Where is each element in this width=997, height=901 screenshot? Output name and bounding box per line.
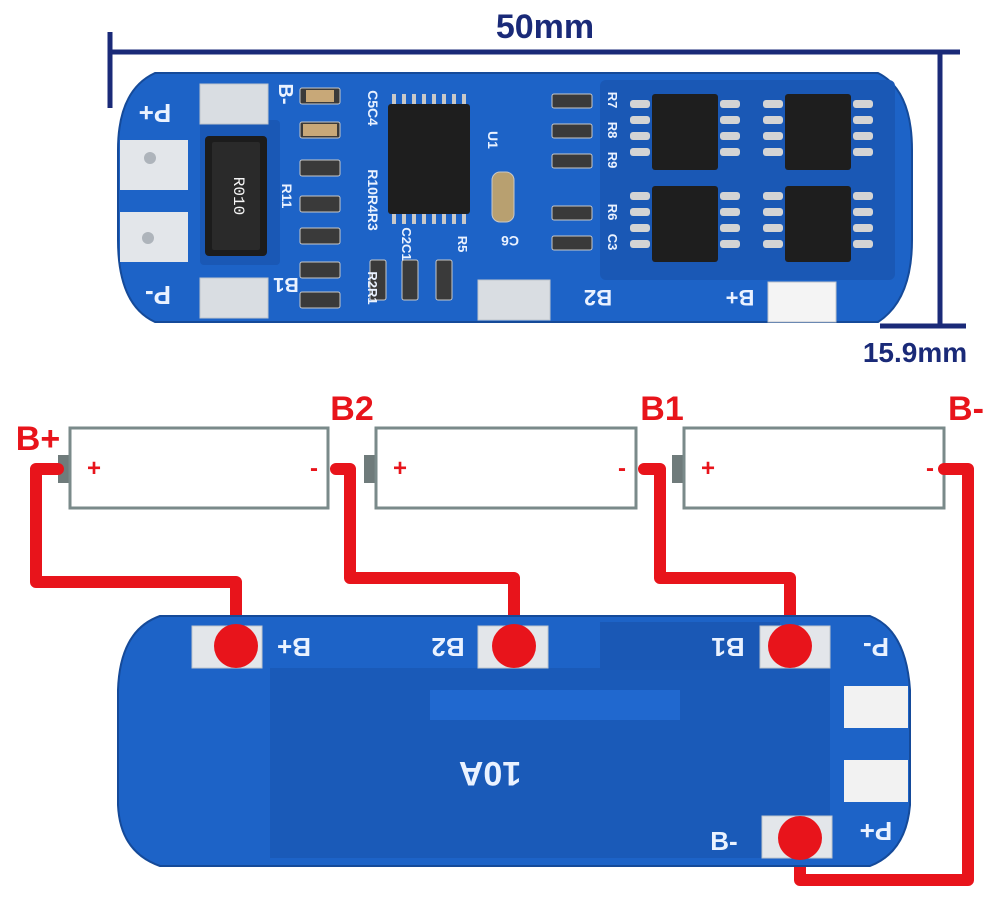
dimension-length: 50mm (496, 8, 594, 46)
pad-b-minus-top (199, 83, 269, 125)
chip-u1 (388, 104, 470, 214)
label-p-minus-top: P- (145, 280, 171, 310)
label-b-plus-bottom: B+ (277, 632, 311, 662)
label-r2r1: R2R1 (365, 271, 380, 304)
label-p-minus-bottom: P- (863, 632, 889, 662)
battery-cells: + - + - + - (58, 426, 946, 510)
resistor-marking: R010 (229, 177, 247, 215)
wire-b-plus (30, 463, 242, 646)
label-b2-top: B2 (584, 285, 612, 310)
label-b2-bottom: B2 (431, 632, 464, 662)
label-b-minus-top: B- (274, 83, 296, 104)
cell-1-negative: - (310, 455, 318, 482)
pad-b1-top (199, 277, 269, 319)
dimension-width: 15.9mm (863, 337, 967, 368)
cell-2-positive: + (393, 455, 407, 482)
dimension-lines: 50mm 15.9mm (107, 8, 967, 368)
label-b1-top: B1 (273, 273, 299, 295)
tab-p-plus-bottom (844, 760, 908, 802)
pad-b2-top (477, 279, 551, 321)
label-r6: R6 (605, 204, 620, 221)
label-p-plus-bottom: P+ (860, 816, 893, 846)
p-plus-tab (120, 140, 188, 190)
label-rating: 10A (459, 754, 521, 792)
terminal-label-b2: B2 (330, 390, 373, 428)
terminal-labels: B+ B2 B1 B- (16, 390, 984, 458)
wire-b1 (638, 463, 796, 646)
label-c6: C6 (501, 233, 519, 249)
cell-3-positive: + (701, 455, 715, 482)
top-pcb: R010 (117, 72, 913, 323)
terminal-label-b-minus: B- (948, 390, 984, 428)
cell-3-negative: - (926, 455, 934, 482)
label-r10r4r3: R10R4R3 (365, 169, 381, 231)
wire-b2 (330, 463, 520, 646)
label-p-plus-top: P+ (139, 98, 172, 128)
terminal-label-b-plus: B+ (16, 420, 60, 458)
label-b-plus-top: B+ (726, 285, 755, 310)
cell-1-positive: + (87, 455, 101, 482)
label-c2c1: C2C1 (399, 227, 414, 260)
cell-1: + - (58, 426, 330, 510)
tab-p-minus-bottom (844, 686, 908, 728)
label-r5: R5 (455, 236, 470, 253)
label-c3: C3 (605, 234, 620, 251)
bottom-pcb: B+ B2 B1 P- B- P+ 10A (117, 615, 911, 867)
cell-2: + - (364, 426, 638, 510)
p-minus-tab (120, 212, 188, 262)
label-r8: R8 (605, 122, 620, 139)
label-c5c4: C5C4 (365, 90, 381, 126)
label-r7: R7 (605, 92, 620, 109)
label-r11: R11 (279, 184, 295, 209)
cell-2-negative: - (618, 455, 626, 482)
label-b-minus-bottom: B- (710, 826, 737, 856)
label-u1: U1 (485, 131, 501, 149)
cell-3: + - (672, 426, 946, 510)
mosfet-group (630, 94, 873, 262)
terminal-label-b1: B1 (640, 390, 683, 428)
pad-b-plus-top (767, 281, 837, 323)
label-r9: R9 (605, 152, 620, 169)
label-b1-bottom: B1 (711, 632, 744, 662)
